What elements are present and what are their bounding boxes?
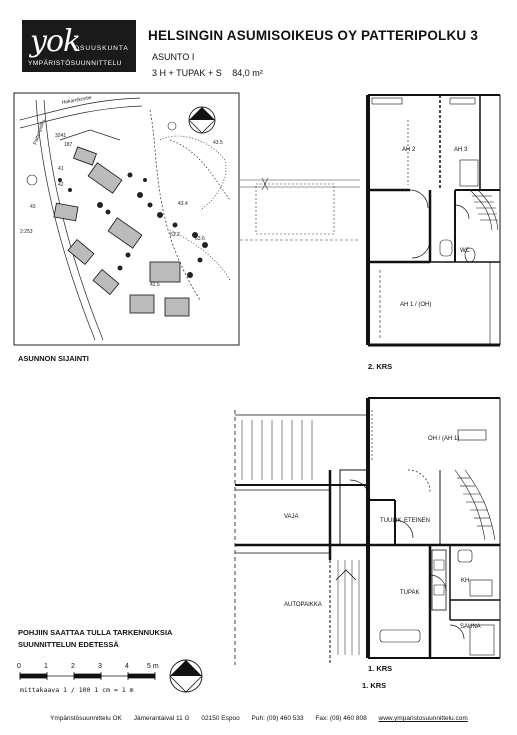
site-plan-frame	[13, 92, 240, 346]
room-ah3: AH 3	[454, 147, 468, 153]
scale-floor-label: 1. KRS	[362, 681, 387, 690]
svg-text:3241: 3241	[55, 133, 66, 139]
logo-line2: YMPÄRISTÖSUUNNITTELU	[28, 60, 122, 67]
company-logo: yok OSUUSKUNTA YMPÄRISTÖSUUNNITTELU	[22, 20, 136, 72]
site-plan-caption: ASUNNON SIJAINTI	[18, 354, 89, 363]
svg-text:63.6: 63.6	[195, 236, 205, 242]
scale-bar	[19, 659, 203, 693]
footer-fax: Fax: (09) 460 808	[315, 715, 367, 722]
room-wc: WC	[460, 248, 470, 254]
floor2-plan	[366, 94, 501, 347]
svg-text:2:253: 2:253	[20, 229, 33, 235]
room-vaja: VAJA	[284, 514, 299, 520]
callout-lines	[240, 177, 360, 241]
scale-tick-2: 2	[71, 663, 75, 670]
footer-address: Jämerantaival 11 G	[133, 715, 190, 722]
room-eteinen: ETEINEN	[404, 518, 431, 524]
logo-line1: OSUUSKUNTA	[74, 45, 129, 52]
svg-text:43: 43	[30, 204, 36, 210]
logo-mark: yok	[30, 24, 81, 59]
site-trees	[58, 172, 208, 278]
room-sauna: SAUNA	[460, 624, 481, 630]
scale-tick-5: 5 m	[147, 663, 159, 670]
footer-company: Ympäristösuunnittelu OK	[50, 715, 122, 722]
svg-text:Hakariskontie: Hakariskontie	[61, 95, 92, 106]
floor2-label: 2. KRS	[368, 362, 393, 371]
footer-website-link[interactable]: www.ymparistosuunnittelu.com	[378, 715, 468, 722]
note-line2: SUUNNITTELUN EDETESSÄ	[18, 640, 119, 649]
scale-tick-0: 0	[17, 663, 21, 670]
apartment-type: 3 H + TUPAK + S 84,0 m²	[152, 68, 263, 78]
room-ah2: AH 2	[402, 147, 416, 153]
floor1-label: 1. KRS	[368, 664, 393, 673]
room-oh-ah1: OH / (AH 1)	[428, 436, 460, 442]
svg-text:43.5: 43.5	[213, 140, 223, 146]
svg-text:187: 187	[64, 142, 73, 148]
apartment-area: 84,0 m²	[232, 68, 263, 78]
svg-text:41: 41	[58, 166, 64, 172]
svg-text:42.5: 42.5	[150, 282, 160, 288]
apartment-label: ASUNTO I	[152, 52, 195, 62]
room-autopaikka: AUTOPAIKKA	[284, 602, 322, 608]
scale-tick-4: 4	[125, 663, 129, 670]
apartment-rooms: 3 H + TUPAK + S	[152, 68, 222, 78]
floor1-plan	[234, 397, 501, 665]
document-title: HELSINGIN ASUMISOIKEUS OY PATTERIPOLKU 3	[148, 28, 479, 43]
svg-text:42: 42	[58, 182, 64, 188]
site-buildings	[53, 146, 190, 317]
footer-city: 02150 Espoo	[201, 715, 240, 722]
svg-text:63.2: 63.2	[170, 232, 180, 238]
room-ah1-oh: AH 1 / (OH)	[400, 302, 432, 308]
scale-tick-1: 1	[44, 663, 48, 670]
footer: Ympäristösuunnittelu OK Jämerantaival 11…	[50, 715, 478, 722]
site-plan-map	[13, 92, 240, 346]
footer-phone: Puh: (09) 460 533	[251, 715, 304, 722]
room-tuulik: TUULIK	[380, 518, 402, 524]
room-kh: KH	[461, 578, 470, 584]
note-line1: POHJIIN SAATTAA TULLA TARKENNUKSIA	[18, 628, 173, 637]
scale-text: mittakaava 1 / 100 1 cm = 1 m	[20, 686, 134, 694]
room-tupak: TUPAK	[400, 590, 420, 596]
scale-tick-3: 3	[98, 663, 102, 670]
svg-text:Patteripolku: Patteripolku	[32, 119, 47, 146]
svg-text:43.4: 43.4	[178, 201, 188, 207]
